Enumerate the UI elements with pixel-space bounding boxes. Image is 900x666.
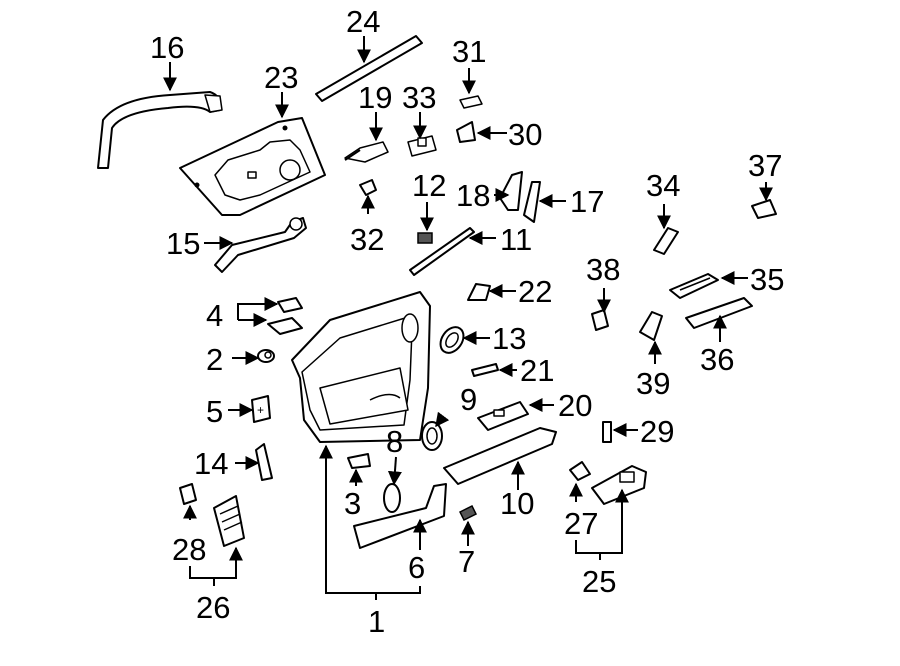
callout-3: 3 xyxy=(344,486,361,521)
svg-text:+: + xyxy=(257,403,264,417)
part-3-screw xyxy=(347,453,371,469)
part-14-insert xyxy=(255,443,273,481)
part-23-insulator xyxy=(179,117,326,216)
leader-lines xyxy=(163,36,773,600)
callout-36: 36 xyxy=(700,342,734,377)
part-4-handle xyxy=(267,297,303,335)
callout-31: 31 xyxy=(452,34,486,69)
part-28-bulb xyxy=(179,483,197,505)
callout-11: 11 xyxy=(500,222,532,257)
callout-12: 12 xyxy=(412,168,446,203)
part-20-bezel xyxy=(477,401,529,431)
part-16-handle xyxy=(97,91,223,169)
part-36-vent xyxy=(685,297,753,329)
callout-30: 30 xyxy=(508,117,542,152)
callout-16: 16 xyxy=(150,30,184,65)
part-18-trim xyxy=(499,171,523,211)
part-29-plunger xyxy=(602,421,612,443)
part-33-switch xyxy=(407,135,437,157)
callout-39: 39 xyxy=(636,366,670,401)
part-17-trim xyxy=(523,181,541,223)
callout-26: 26 xyxy=(196,590,230,625)
callout-1: 1 xyxy=(368,604,385,639)
callout-20: 20 xyxy=(558,388,592,423)
callout-9: 9 xyxy=(460,382,477,417)
callout-33: 33 xyxy=(402,80,436,115)
part-38-tab xyxy=(591,309,609,331)
part-31-clip xyxy=(459,95,483,109)
callout-19: 19 xyxy=(358,80,392,115)
part-19-rod xyxy=(344,141,389,163)
callout-23: 23 xyxy=(264,60,298,95)
part-7-clip xyxy=(458,504,478,522)
callout-18: 18 xyxy=(456,178,490,213)
callout-28: 28 xyxy=(172,532,206,567)
part-21-slat xyxy=(471,363,499,377)
part-39-trim xyxy=(639,311,663,341)
part-10-armrest xyxy=(443,427,557,485)
callout-14: 14 xyxy=(194,446,228,481)
part-13-grille xyxy=(439,326,465,354)
callout-29: 29 xyxy=(640,414,674,449)
part-15-cable xyxy=(214,217,307,273)
part-37-bracket xyxy=(751,199,777,219)
part-25-assembly xyxy=(591,465,647,505)
callout-10: 10 xyxy=(500,486,534,521)
callout-7: 7 xyxy=(458,544,475,579)
part-27-lamp xyxy=(569,461,591,481)
callout-22: 22 xyxy=(518,274,552,309)
callout-27: 27 xyxy=(564,506,598,541)
part-24-strip xyxy=(315,35,423,102)
callout-38: 38 xyxy=(586,252,620,287)
callout-15: 15 xyxy=(166,226,200,261)
part-34-lever xyxy=(653,227,679,255)
callout-37: 37 xyxy=(748,148,782,183)
callout-2: 2 xyxy=(206,342,223,377)
callout-21: 21 xyxy=(520,353,554,388)
callout-17: 17 xyxy=(570,184,604,219)
callout-labels: 16 23 24 19 33 31 30 32 12 18 17 11 15 2… xyxy=(150,4,784,639)
callout-6: 6 xyxy=(408,550,425,585)
part-6-lower-trim xyxy=(353,483,447,549)
part-30-knob xyxy=(456,121,476,143)
callout-32: 32 xyxy=(350,222,384,257)
callout-35: 35 xyxy=(750,262,784,297)
callout-5: 5 xyxy=(206,394,223,429)
part-5-cover: + xyxy=(251,395,271,423)
part-1-door-panel xyxy=(291,291,431,443)
callout-24: 24 xyxy=(346,4,380,39)
part-35-vent xyxy=(669,273,719,299)
part-9-speaker xyxy=(421,421,443,451)
part-8-ring xyxy=(383,483,401,513)
callout-34: 34 xyxy=(646,168,680,203)
callout-13: 13 xyxy=(492,321,526,356)
callout-25: 25 xyxy=(582,564,616,599)
part-32-grommet xyxy=(359,179,377,196)
part-2-plug xyxy=(257,349,275,363)
part-22-bracket xyxy=(467,283,491,301)
part-26-panel xyxy=(213,495,245,547)
callout-8: 8 xyxy=(386,424,403,459)
part-12-clip xyxy=(417,232,433,244)
callout-4: 4 xyxy=(206,298,223,333)
